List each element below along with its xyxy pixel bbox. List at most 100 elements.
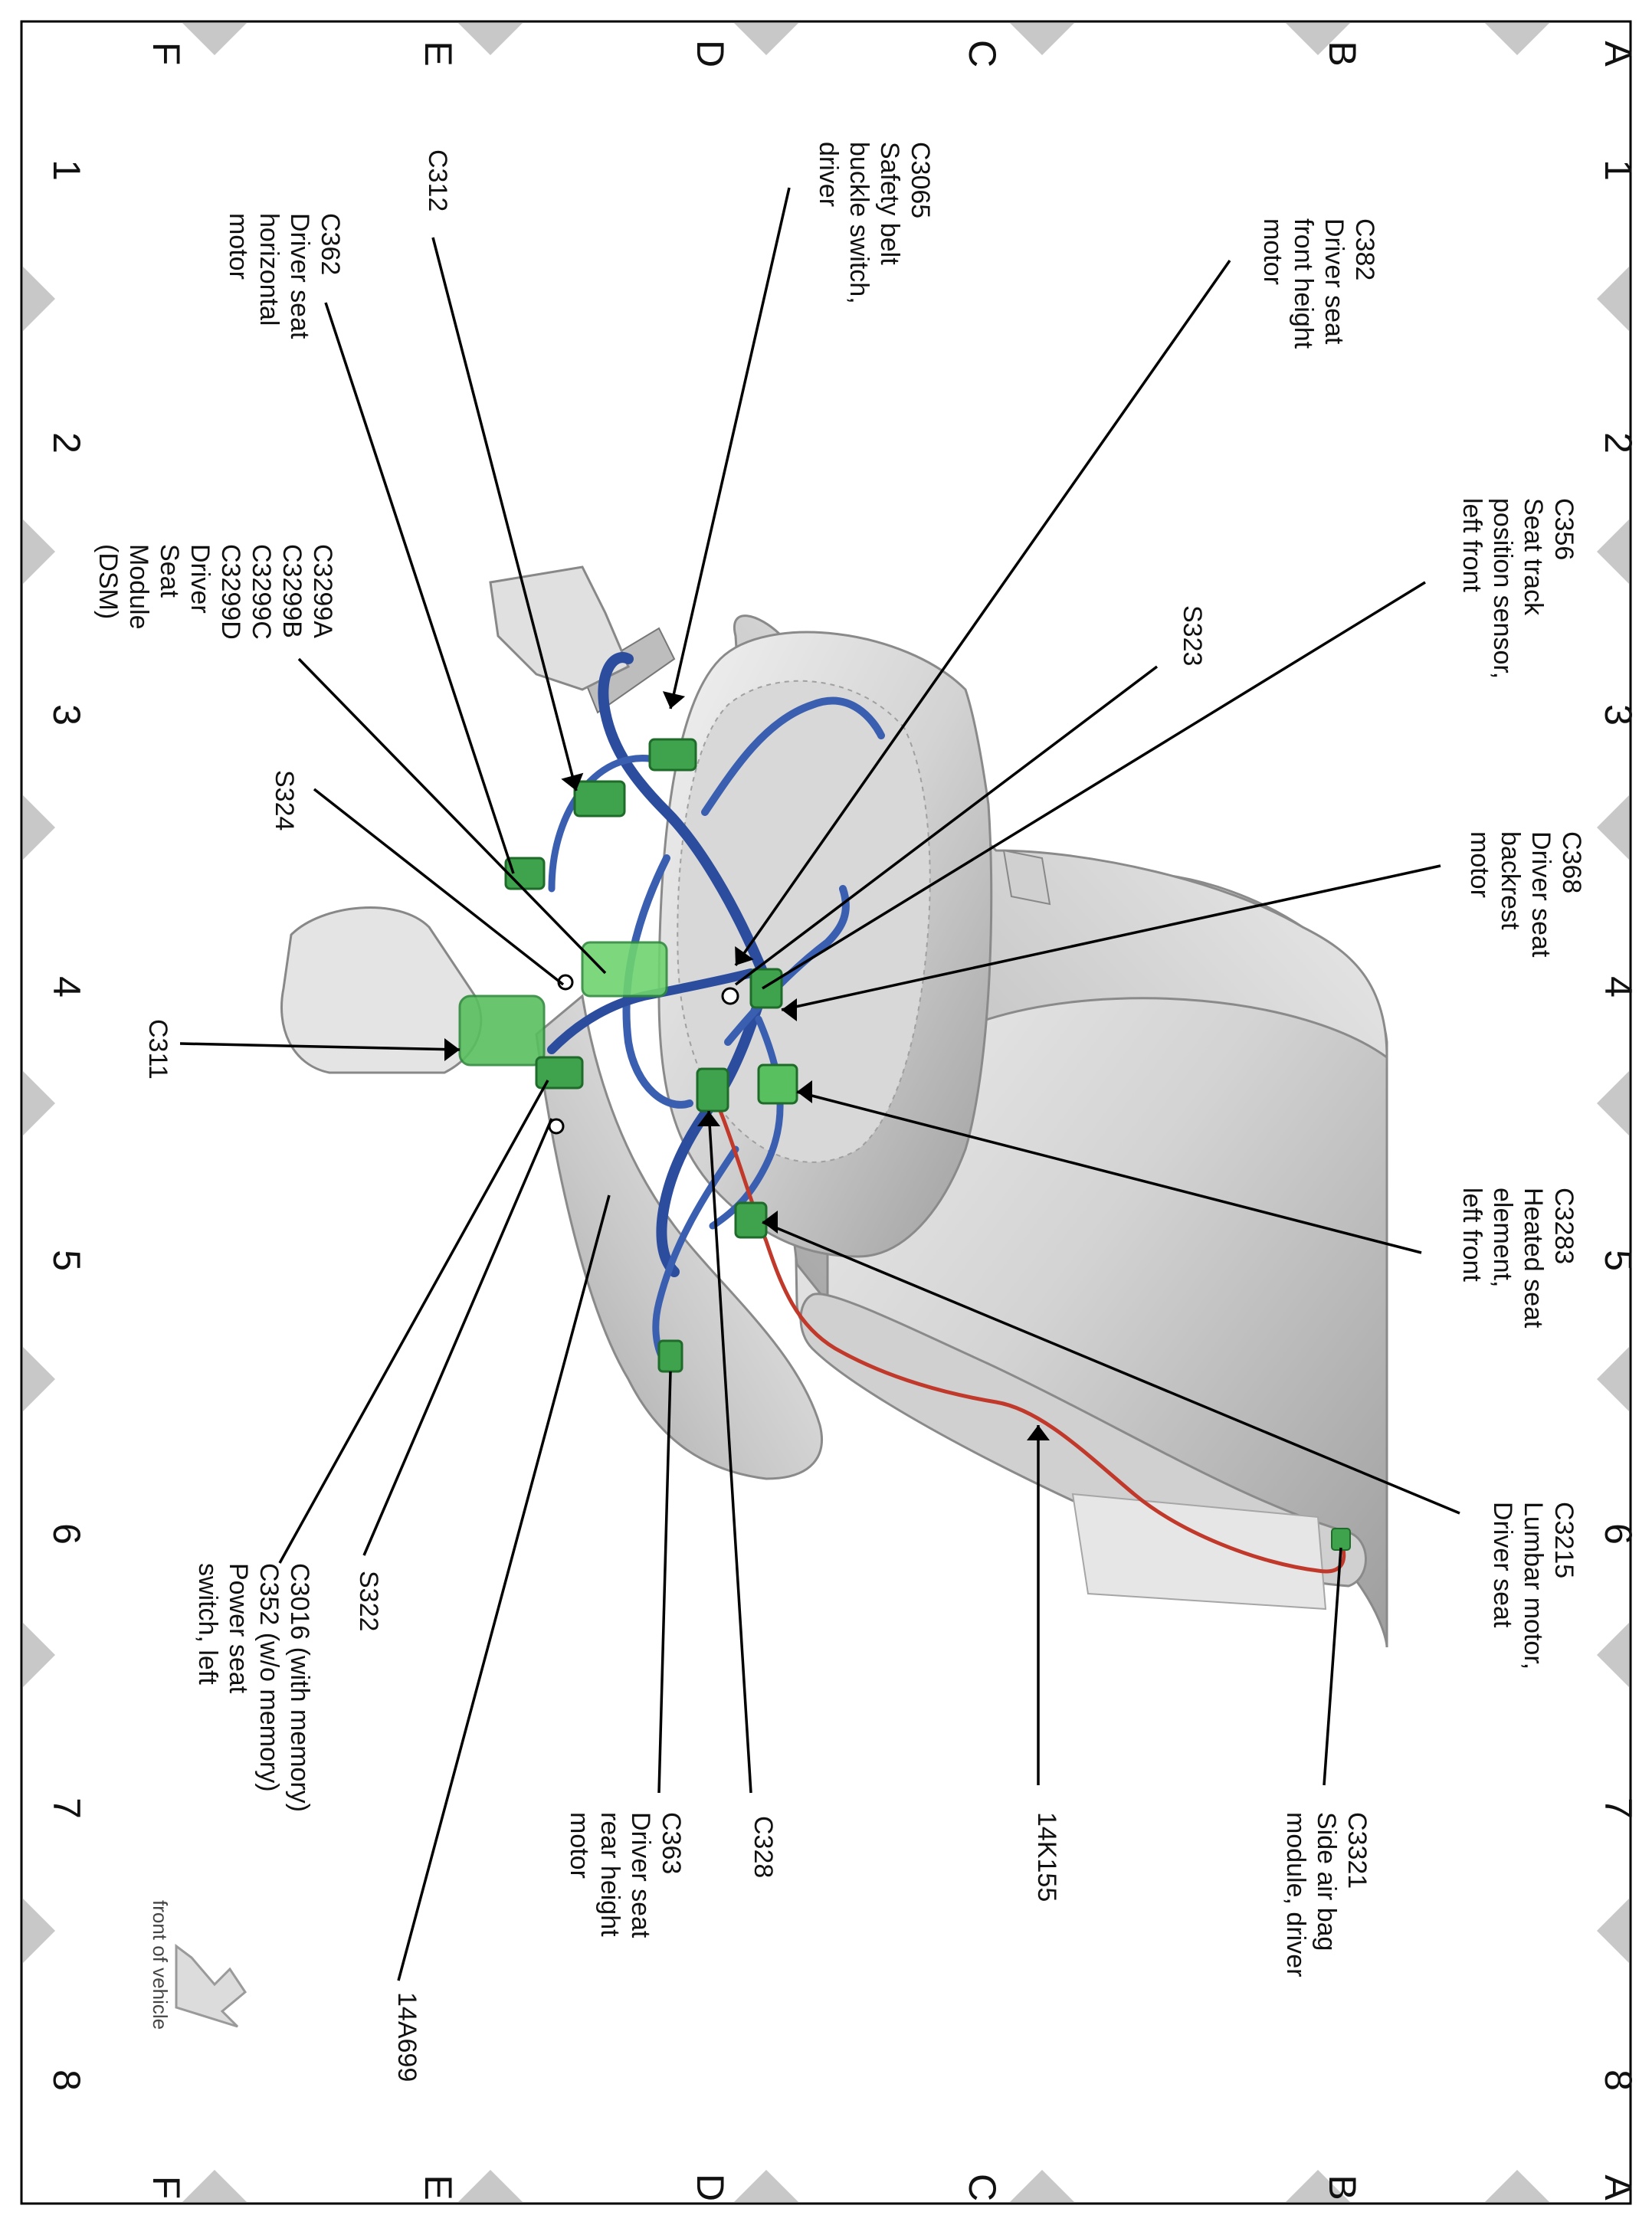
label-line: Driver seat <box>1526 831 1555 958</box>
grid-col-label: 1 <box>1597 159 1640 181</box>
grid-col-label: 3 <box>45 704 88 726</box>
arrowhead-c3215 <box>762 1211 778 1234</box>
leader-c3215 <box>762 1221 1460 1515</box>
label-line: C3215 <box>1549 1502 1578 1578</box>
label-c3016: C3016 (with memory)C352 (w/o memory)Powe… <box>193 1563 314 1812</box>
grid-marker-right <box>1597 795 1629 860</box>
label-line: Heated seat <box>1519 1188 1548 1329</box>
label-line: C328 <box>749 1816 778 1878</box>
label-line: S324 <box>270 770 299 831</box>
grid-marker-top <box>1485 23 1549 55</box>
leader-dsm <box>297 657 607 975</box>
label-line: 14K155 <box>1032 1812 1061 1902</box>
grid-marker-right <box>1597 519 1629 584</box>
grid-marker-left <box>23 519 55 584</box>
label-line: left front <box>1457 498 1486 592</box>
label-line: C362 <box>316 213 345 275</box>
splice-s323 <box>721 987 739 1005</box>
label-line: C3299C <box>247 544 276 640</box>
leader-s323 <box>734 665 1159 986</box>
grid-marker-bottom <box>182 2170 247 2202</box>
grid-marker-right <box>1597 267 1629 331</box>
front-of-vehicle-label: front of vehicle <box>149 1900 172 2030</box>
grid-marker-right <box>1597 1899 1629 1963</box>
connector-c3321 <box>1331 1528 1351 1551</box>
label-k14k155: 14K155 <box>1032 1812 1061 1902</box>
leader-c3065 <box>669 187 791 709</box>
connector-c363 <box>657 1339 683 1373</box>
leader-c3016 <box>278 1080 549 1564</box>
label-line: position sensor, <box>1488 498 1517 679</box>
label-line: C363 <box>657 1812 686 1874</box>
label-line: module, driver <box>1281 1812 1310 1977</box>
label-line: Driver <box>185 544 215 614</box>
grid-row-label: B <box>1321 2174 1364 2200</box>
label-line: left front <box>1457 1188 1486 1282</box>
seat-illustration <box>280 565 1388 1648</box>
grid-row-label: E <box>417 2174 460 2200</box>
label-line: C368 <box>1557 831 1586 893</box>
arrowhead-14k155 <box>1027 1425 1050 1440</box>
label-line: Lumbar motor, <box>1519 1502 1548 1670</box>
grid-col-label: 6 <box>1597 1523 1640 1545</box>
connectors <box>458 738 1351 1551</box>
grid-marker-bottom <box>1010 2170 1074 2202</box>
connector-c3065 <box>648 738 697 772</box>
connector-c368 <box>749 968 783 1009</box>
backrest-panel <box>1071 1493 1327 1611</box>
leader-c3283 <box>796 1090 1422 1254</box>
label-line: motor <box>224 213 253 280</box>
grid-marker-left <box>23 1071 55 1135</box>
label-line: switch, left <box>193 1563 222 1685</box>
label-line: 14A699 <box>392 1992 421 2082</box>
harness-main-front <box>656 975 772 1277</box>
grid-col-label: 3 <box>1597 704 1640 726</box>
label-line: C352 (w/o memory) <box>254 1563 284 1792</box>
grid-marker-bottom <box>1485 2170 1549 2202</box>
label-line: Side air bag <box>1312 1812 1341 1951</box>
label-line: Seat track <box>1519 498 1548 616</box>
label-line: C312 <box>423 149 452 211</box>
grid-col-label: 7 <box>45 1797 88 1819</box>
label-line: backrest <box>1496 831 1525 930</box>
grid-col-label: 4 <box>1597 976 1640 998</box>
connector-c328 <box>696 1067 729 1112</box>
grid-col-label: 7 <box>1597 1797 1640 1819</box>
arrowhead-c382 <box>735 946 754 965</box>
label-c328: C328 <box>749 1816 778 1878</box>
harness-branch-b <box>701 696 885 816</box>
connector-c3215 <box>734 1201 768 1239</box>
label-line: Power seat <box>224 1563 253 1694</box>
grid-marker-bottom <box>458 2170 523 2202</box>
grid-col-label: 5 <box>45 1250 88 1271</box>
arrowhead-c3065 <box>662 691 686 709</box>
label-c311: C311 <box>143 1019 172 1080</box>
grid-markers <box>23 23 1629 2202</box>
leader-c382 <box>734 259 1231 967</box>
label-s324: S324 <box>270 770 299 831</box>
label-line: C311 <box>143 1019 172 1080</box>
arrowhead-c312 <box>561 772 584 791</box>
label-line: C3299D <box>216 544 245 640</box>
grid-marker-right <box>1597 1623 1629 1687</box>
grid-row-label: B <box>1321 41 1364 66</box>
label-line: C3299A <box>308 544 337 638</box>
grid-row-label: F <box>145 42 188 66</box>
arrowhead-c311 <box>444 1038 460 1061</box>
label-a14a699: 14A699 <box>392 1992 421 2082</box>
arrowhead-c328 <box>697 1111 720 1126</box>
leader-c363 <box>657 1371 672 1794</box>
label-line: C3299B <box>277 544 306 638</box>
connector-c3283 <box>757 1063 798 1105</box>
grid-col-label: 8 <box>1597 2069 1640 2091</box>
grid-row-label: A <box>1597 2174 1640 2200</box>
harness-branch-a <box>724 885 850 1046</box>
